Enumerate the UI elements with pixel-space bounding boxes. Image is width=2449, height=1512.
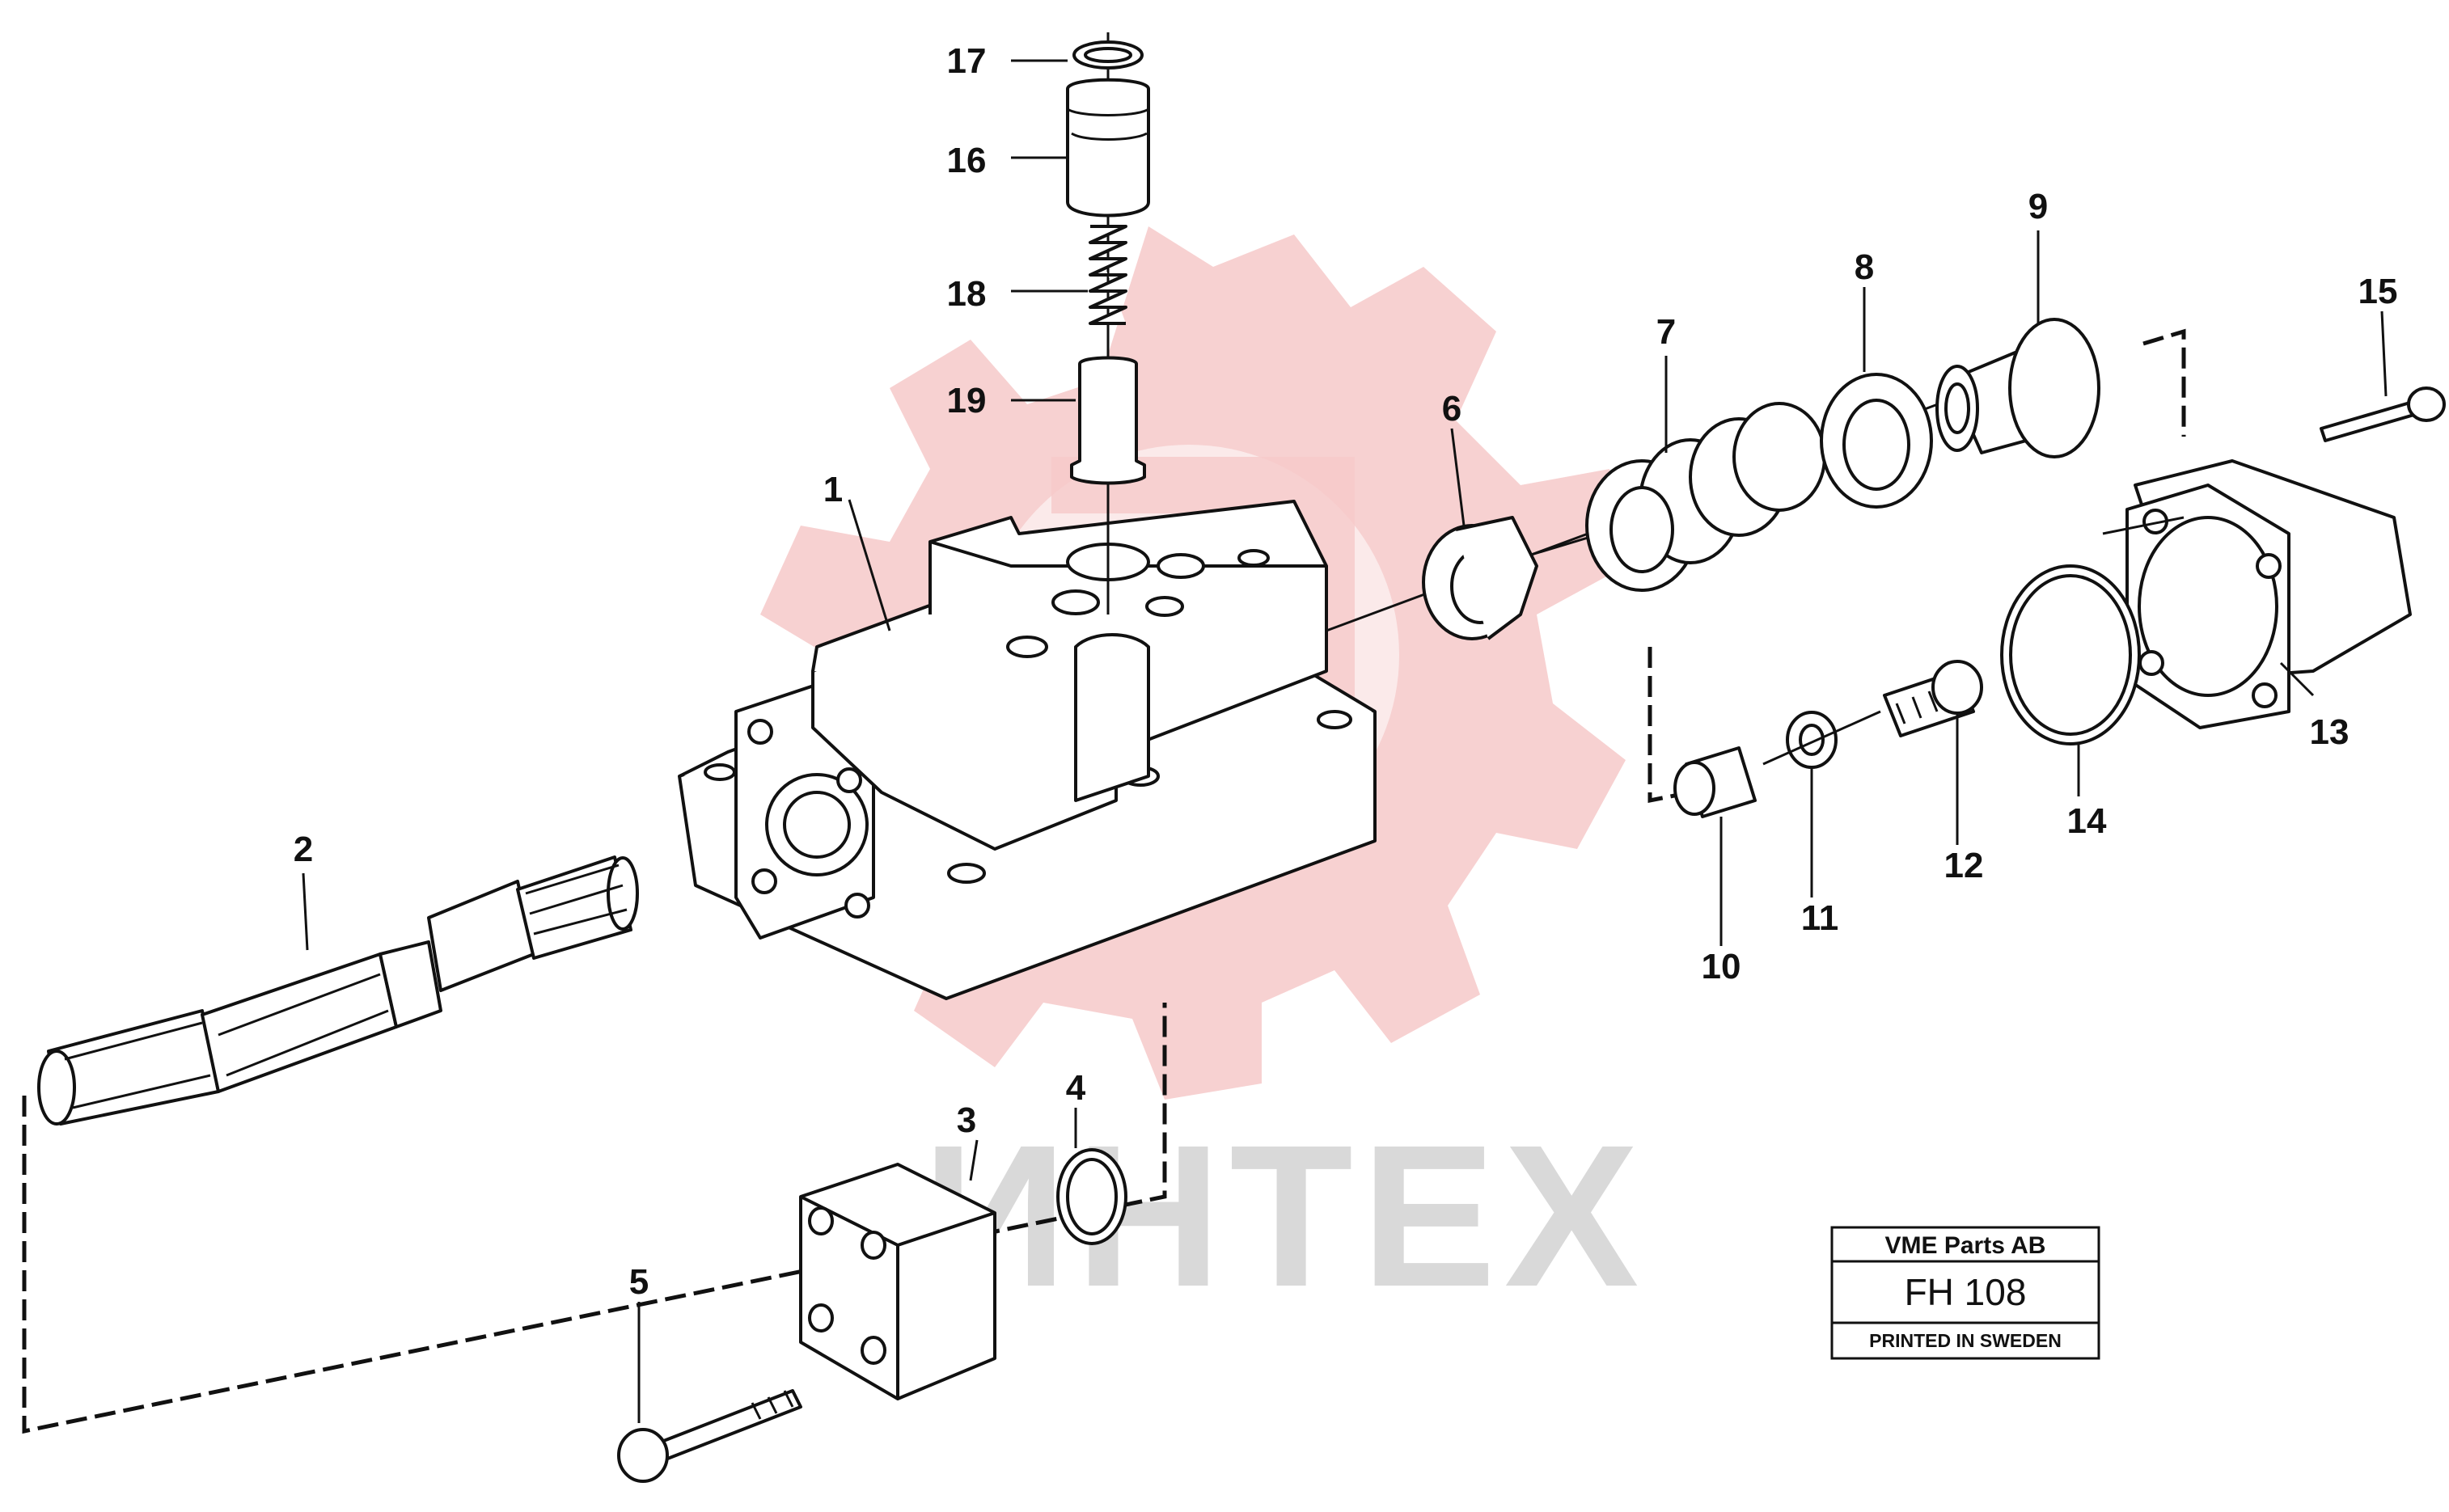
- title-block-company: VME Parts AB: [1885, 1232, 2046, 1259]
- callout-10: 10: [1702, 947, 1741, 986]
- gasket-ring: [2000, 564, 2141, 745]
- piston: [1066, 78, 1150, 218]
- spline-shaft: [37, 855, 639, 1126]
- callout-7: 7: [1656, 312, 1676, 352]
- callout-12: 12: [1944, 846, 1984, 885]
- callout-6: 6: [1442, 389, 1461, 429]
- callout-8: 8: [1855, 247, 1874, 287]
- threaded-plug: [1883, 660, 1983, 737]
- callout-5: 5: [629, 1262, 649, 1302]
- small-spring: [1089, 225, 1127, 325]
- spring: [1585, 402, 1826, 592]
- valve-body: [678, 500, 1377, 1000]
- title-block-printed: PRINTED IN SWEDEN: [1869, 1330, 2062, 1351]
- callout-17: 17: [947, 41, 987, 81]
- vertical-stack: [1066, 32, 1150, 615]
- dashed-line-left: [22, 1003, 1167, 1434]
- callout-18: 18: [947, 274, 987, 314]
- dashed-line-right-upper: [2142, 328, 2186, 437]
- callout-2: 2: [294, 830, 313, 869]
- callout-9: 9: [2028, 187, 2048, 226]
- callout-3: 3: [957, 1100, 976, 1140]
- flanged-sleeve: [1935, 318, 2100, 458]
- guide-sleeve: [1070, 356, 1146, 485]
- screw-5: [617, 1389, 802, 1483]
- callout-14: 14: [2067, 801, 2107, 841]
- callout-16: 16: [947, 141, 987, 180]
- callout-15: 15: [2358, 272, 2398, 311]
- callout-13: 13: [2310, 712, 2350, 752]
- title-block-code: FH 108: [1905, 1271, 2027, 1313]
- callout-19: 19: [947, 381, 987, 420]
- end-cap-housing: [2125, 459, 2412, 729]
- watermark-text: ИНТЕХ: [922, 1103, 1647, 1328]
- callout-4: 4: [1066, 1068, 1086, 1108]
- callout-11: 11: [1801, 898, 1839, 938]
- leader-lines: [302, 59, 2388, 1423]
- cover-block: [799, 1163, 996, 1400]
- washer-8: [1820, 373, 1933, 509]
- title-block: VME Parts AB FH 108 PRINTED IN SWEDEN: [1830, 1226, 2100, 1360]
- seal-ring: [1422, 516, 1538, 640]
- callout-1: 1: [823, 470, 843, 509]
- callout-numbers: 1 2 3 4 5 6 7 8 9 10 11 12 13 14 15 16 1…: [294, 41, 2398, 1302]
- small-sleeve: [1673, 746, 1757, 818]
- screw-15: [2320, 386, 2446, 442]
